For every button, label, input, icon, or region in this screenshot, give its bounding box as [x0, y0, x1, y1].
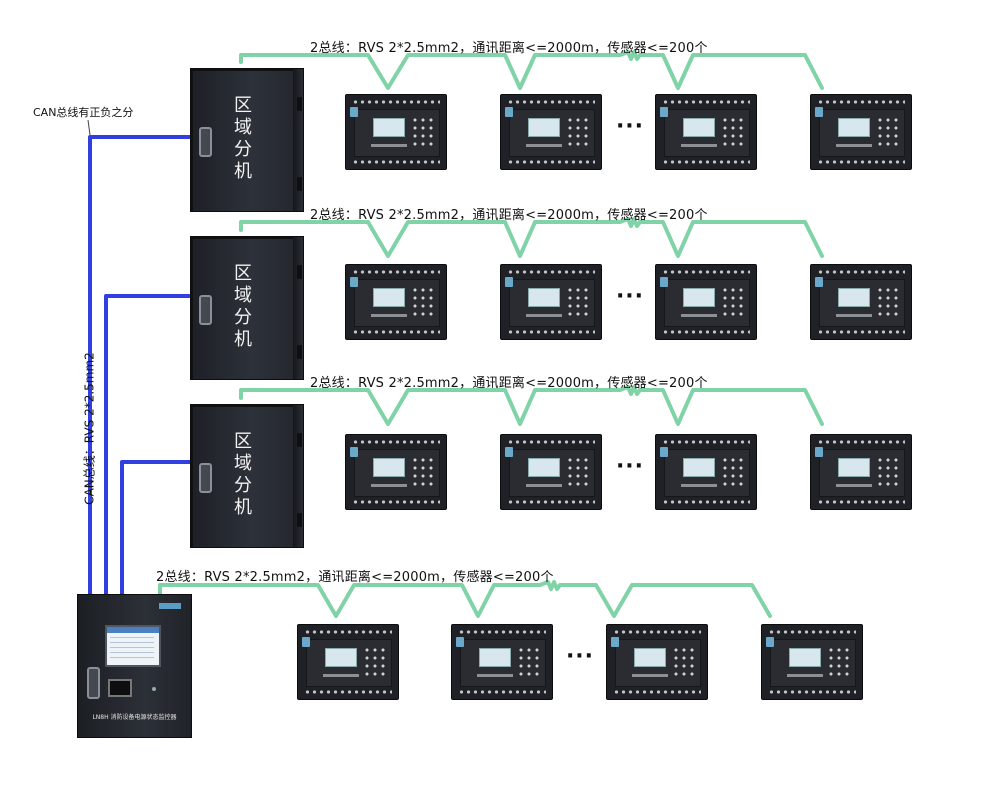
two-bus-label-row-2: 2总线：RVS 2*2.5mm2，通讯距离<=2000m，传感器<=200个	[310, 208, 708, 223]
cabinet-hinge	[297, 97, 302, 111]
two-bus-line-row-4	[158, 580, 772, 618]
two-bus-label-row-1: 2总线：RVS 2*2.5mm2，通讯距离<=2000m，传感器<=200个	[310, 41, 708, 56]
controller-model-label: LN8H 消防设备电源状态监控器	[92, 714, 177, 721]
lcd-screen-icon	[683, 458, 715, 477]
two-bus-line-row-3	[239, 385, 824, 426]
sensor-module	[655, 264, 757, 340]
printer-icon	[108, 679, 132, 697]
cabinet-handle-icon	[199, 463, 212, 493]
more-devices-ellipsis: ···	[615, 454, 645, 479]
sensor-module	[810, 434, 912, 510]
sensor-module	[500, 434, 602, 510]
sensor-module	[606, 624, 708, 700]
region-unit-title: 区域分机	[234, 431, 252, 518]
can-bus-vertical-label: CAN总线：RVS 2*2.5mm2	[82, 352, 97, 505]
cabinet-hinge	[297, 265, 302, 279]
lcd-screen-icon	[838, 458, 870, 477]
cabinet-hinge	[297, 513, 302, 527]
status-led	[152, 687, 156, 691]
two-bus-line-row-1	[239, 50, 824, 90]
region-unit-3: 区域分机	[190, 404, 304, 548]
sensor-module	[500, 264, 602, 340]
cabinet-hinge	[297, 345, 302, 359]
can-polarity-note: CAN总线有正负之分	[33, 106, 134, 119]
sensor-module	[655, 434, 757, 510]
lcd-screen-icon	[838, 118, 870, 137]
sensor-module	[655, 94, 757, 170]
lcd-screen-icon	[528, 118, 560, 137]
two-bus-line-row-2	[239, 217, 824, 258]
lcd-screen-icon	[634, 648, 666, 667]
lcd-screen-icon	[105, 625, 161, 667]
lcd-screen-icon	[528, 458, 560, 477]
lcd-screen-icon	[479, 648, 511, 667]
lcd-screen-icon	[373, 118, 405, 137]
lcd-screen-icon	[373, 288, 405, 307]
two-bus-label-row-3: 2总线：RVS 2*2.5mm2，通讯距离<=2000m，传感器<=200个	[310, 376, 708, 391]
lcd-screen-icon	[325, 648, 357, 667]
can-bus-lines	[88, 135, 190, 594]
lcd-screen-icon	[838, 288, 870, 307]
can-note-pointer	[87, 119, 91, 136]
lcd-screen-icon	[789, 648, 821, 667]
brand-logo	[159, 603, 181, 609]
region-unit-1: 区域分机	[190, 68, 304, 212]
two-bus-label-row-4: 2总线：RVS 2*2.5mm2，通讯距离<=2000m，传感器<=200个	[156, 570, 554, 585]
main-controller: LN8H 消防设备电源状态监控器	[77, 594, 192, 738]
region-unit-title: 区域分机	[234, 95, 252, 182]
lcd-screen-icon	[683, 118, 715, 137]
sensor-module	[500, 94, 602, 170]
sensor-module	[810, 94, 912, 170]
cabinet-handle-icon	[199, 127, 212, 157]
cabinet-hinge	[297, 177, 302, 191]
region-unit-title: 区域分机	[234, 263, 252, 350]
cabinet-handle-icon	[87, 667, 100, 699]
sensor-module	[810, 264, 912, 340]
more-devices-ellipsis: ···	[615, 284, 645, 309]
more-devices-ellipsis: ···	[615, 114, 645, 139]
sensor-module	[345, 434, 447, 510]
cabinet-handle-icon	[199, 295, 212, 325]
cabinet-hinge	[297, 433, 302, 447]
lcd-screen-icon	[528, 288, 560, 307]
sensor-module	[451, 624, 553, 700]
sensor-module	[761, 624, 863, 700]
lcd-screen-icon	[683, 288, 715, 307]
more-devices-ellipsis: ···	[565, 644, 595, 669]
sensor-module	[297, 624, 399, 700]
sensor-module	[345, 94, 447, 170]
region-unit-2: 区域分机	[190, 236, 304, 380]
sensor-module	[345, 264, 447, 340]
lcd-screen-icon	[373, 458, 405, 477]
